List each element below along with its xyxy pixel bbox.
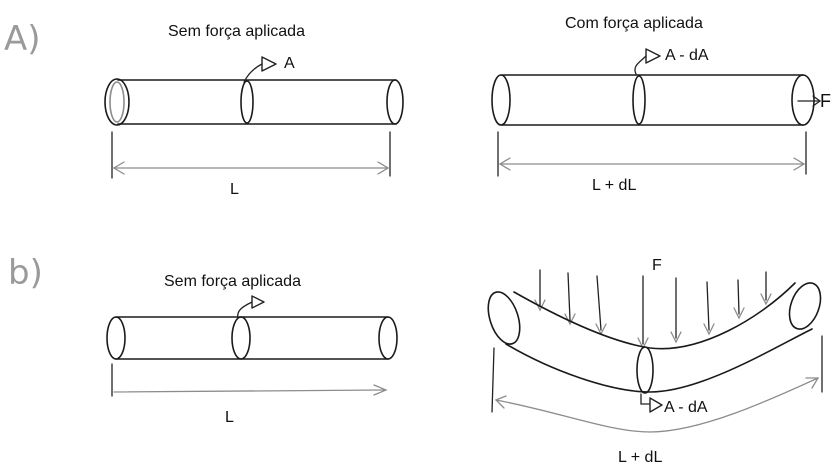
b-right-force-arrows	[534, 269, 772, 350]
a-left-end-cap	[104, 78, 130, 126]
b-left-title: Sem força aplicada	[164, 273, 301, 290]
b-right-area-arrow-icon	[649, 397, 663, 413]
a-left-area-arrow-icon	[261, 56, 277, 72]
b-right-cylinder	[487, 282, 822, 394]
a-right-force-label: F	[820, 91, 831, 111]
a-right-area-label: A - dA	[665, 47, 709, 64]
b-left-area-arrow-icon	[251, 295, 265, 309]
a-left-area-pointer	[243, 63, 263, 83]
b-right-force-label: F	[652, 257, 662, 274]
a-right-area-arrow-icon	[645, 48, 661, 64]
a-right-force-arrow	[797, 95, 822, 107]
b-left-length-label: L	[225, 409, 234, 426]
b-right-area-pointer	[640, 393, 650, 405]
b-left-cylinder	[106, 316, 398, 360]
a-left-title: Sem força aplicada	[168, 23, 305, 40]
a-right-end-cap	[491, 74, 511, 126]
a-left-cylinder	[104, 78, 404, 126]
b-left-area-pointer	[237, 301, 253, 319]
b-right-length-label: L + dL	[618, 449, 662, 466]
a-right-end-cap-right	[791, 74, 815, 126]
b-left-end-cap	[106, 316, 126, 360]
b-left-end-cap-right	[378, 316, 398, 360]
b-right-length-dimension	[491, 335, 823, 433]
a-right-cross-section	[632, 75, 646, 125]
b-left-cross-section	[231, 316, 251, 360]
a-right-area-pointer	[634, 55, 647, 75]
b-left-length-dimension	[111, 363, 388, 397]
part-b-label: b)	[8, 253, 43, 293]
b-right-cross-section	[636, 346, 654, 394]
b-right-area-label: A - dA	[664, 399, 708, 416]
a-left-length-dimension	[111, 131, 391, 179]
a-right-cylinder	[491, 74, 815, 126]
a-left-length-label: L	[230, 181, 239, 198]
a-right-length-label: L + dL	[592, 177, 636, 194]
b-right-end-cap-right	[788, 282, 822, 330]
a-left-area-label: A	[284, 55, 295, 72]
a-left-cross-section	[240, 80, 254, 124]
a-left-end-cap-right	[386, 79, 404, 125]
a-right-length-dimension	[497, 131, 807, 177]
a-right-title: Com força aplicada	[565, 15, 703, 32]
b-right-end-cap	[487, 291, 521, 345]
part-a-label: A)	[4, 19, 41, 59]
